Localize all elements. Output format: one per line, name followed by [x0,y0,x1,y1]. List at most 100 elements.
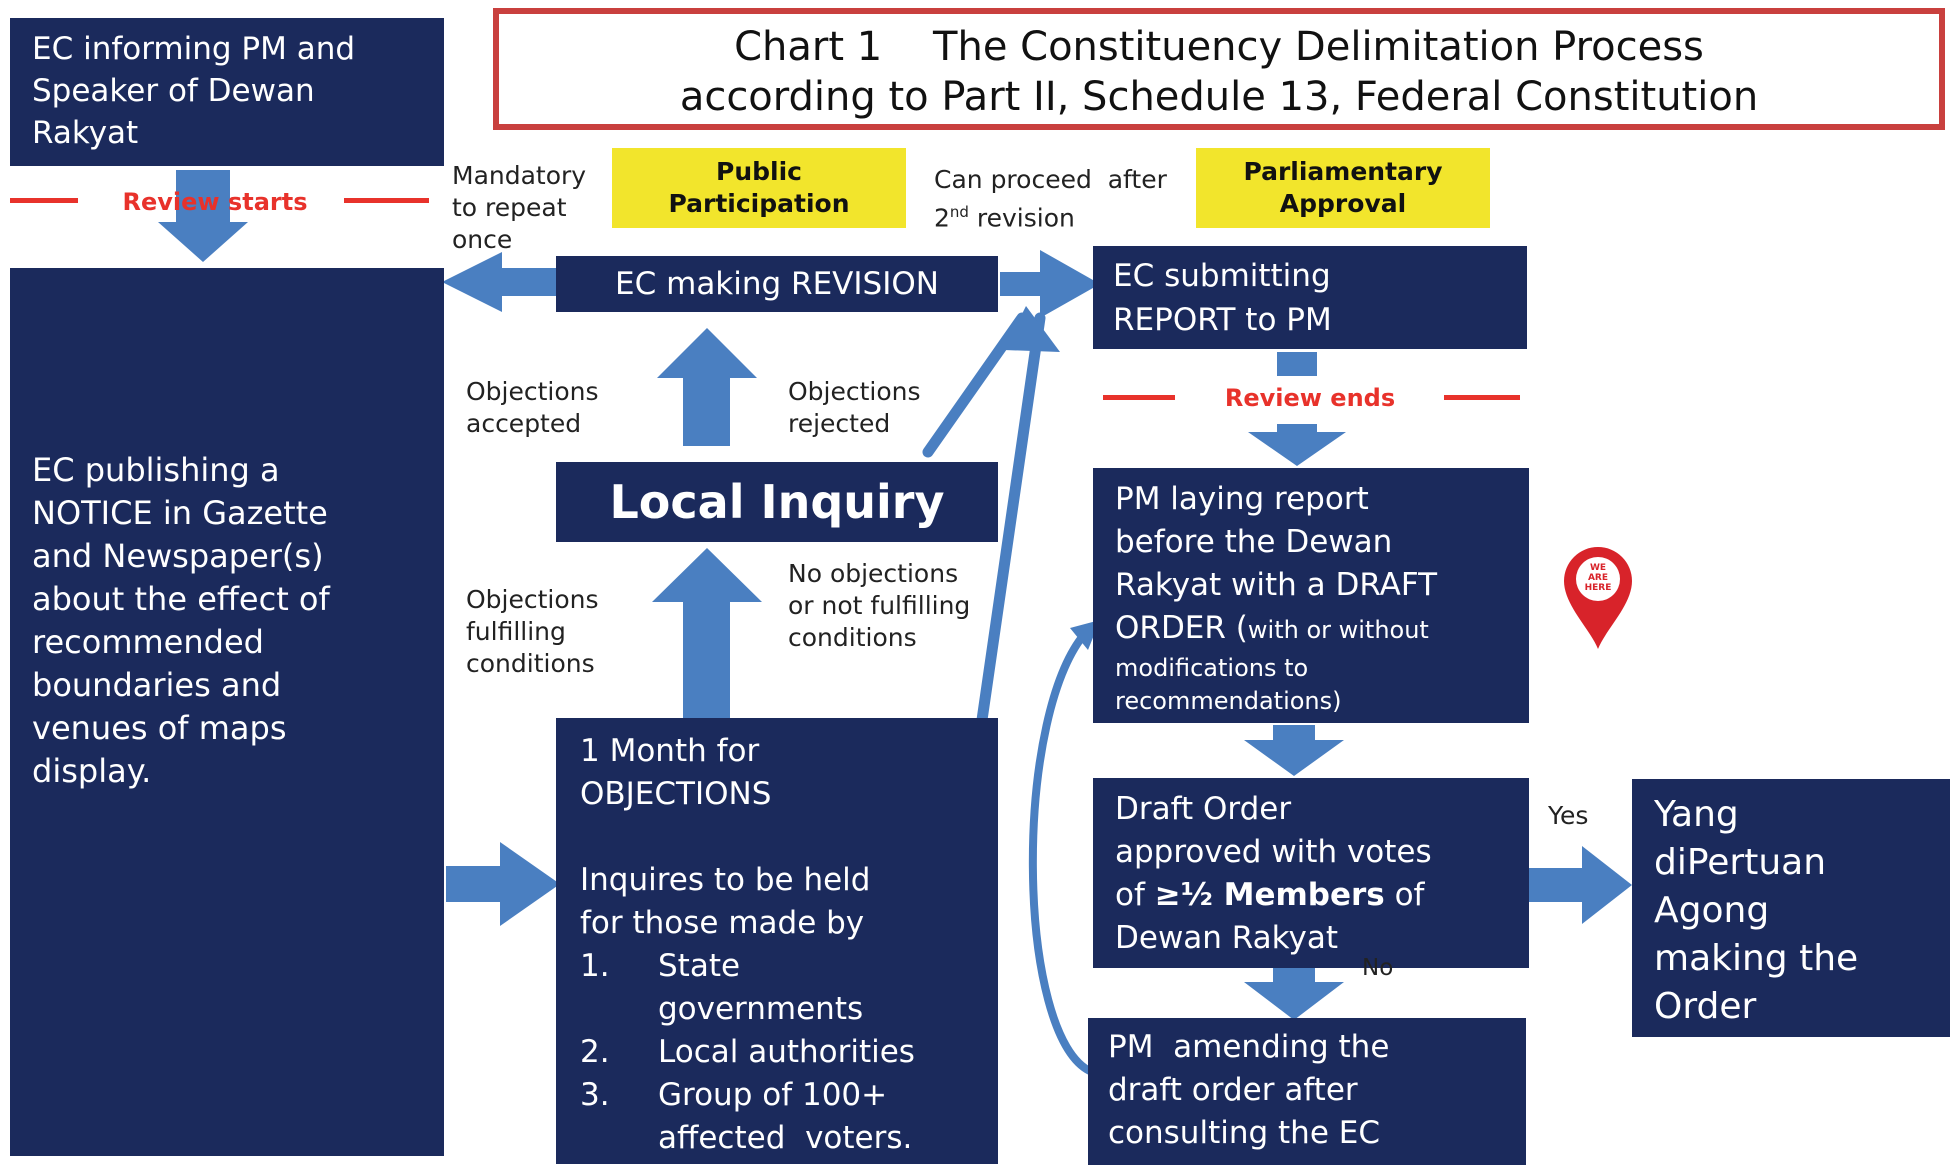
arrowhead-diagonal [1004,306,1060,352]
objections-line-1: 1 Month for [580,733,760,769]
ec-publishing-line-3: and Newspaper(s) [32,537,324,575]
pm-amending-line-1: PM amending the [1108,1029,1390,1065]
label-no: No [1362,955,1394,981]
draft-order-line-4: Dewan Rakyat [1115,920,1338,956]
draft-order-of-2: of [1384,877,1425,913]
arrow-diagonal-objections-rejected [922,312,1028,458]
label-objections-accepted: Objections accepted [466,376,599,440]
list-item-num: 3. [580,1077,610,1113]
list-item-text: affected voters. [658,1120,913,1156]
ec-publishing-line-2: NOTICE in Gazette [32,494,328,532]
arrow-right-publishing-to-objections [446,842,560,926]
no-objections-line-3: conditions [788,623,917,652]
draft-order-line-1: Draft Order [1115,791,1292,827]
mandatory-line-2: to repeat [452,193,567,222]
box-local-inquiry: Local Inquiry [556,462,998,542]
can-proceed-line-2: 2nd revision [934,196,1167,234]
highlight-parliamentary-approval: Parliamentary Approval [1196,148,1490,228]
arrow-right-yes-to-agong [1528,846,1632,924]
pm-laying-small-1: modifications to [1115,654,1309,682]
arrow-down-no-to-amending [1244,967,1344,1020]
draft-order-line-2: approved with votes [1115,834,1432,870]
no-objections-line-2: or not fulfilling [788,591,971,620]
pm-laying-small-2: recommendations) [1115,687,1342,715]
obj-fulfilling-line-2: fulfilling [466,617,566,646]
objections-line-4: for those made by [580,905,865,941]
list-item-num: 2. [580,1034,610,1070]
ec-informing-line-2: Speaker of Dewan [32,73,315,109]
objections-line-2: OBJECTIONS [580,776,772,812]
can-proceed-revision: revision [968,203,1075,233]
ec-informing-line-1: EC informing PM and [32,31,356,67]
agong-line-3: Agong [1654,890,1770,931]
pin-text-3: HERE [1584,583,1612,593]
pin-text-2: ARE [1587,573,1609,583]
obj-rejected-line-1: Objections [788,377,921,406]
arrowhead-curve [1070,620,1100,650]
title-line-2: according to Part II, Schedule 13, Feder… [679,74,1759,120]
label-objections-rejected: Objections rejected [788,376,921,440]
ec-publishing-line-6: boundaries and [32,666,282,704]
pm-laying-order: ORDER ( [1115,610,1248,646]
objections-list-item: affected voters. [580,1117,998,1160]
ec-publishing-line-5: recommended [32,623,264,661]
label-mandatory: Mandatory to repeat once [452,160,586,256]
objections-list-item: 2. Local authorities [580,1031,998,1074]
list-item-text: Local authorities [658,1034,915,1070]
review-starts-left-dash [10,198,78,203]
arrow-down-report [1277,352,1317,376]
box-pm-laying: PM laying report before the Dewan Rakyat… [1093,468,1529,723]
box-ec-revision: EC making REVISION [556,256,998,312]
ec-revision-text: EC making REVISION [615,266,939,302]
draft-order-members: ≥½ Members [1154,877,1385,913]
obj-accepted-line-1: Objections [466,377,599,406]
pm-laying-line-1: PM laying report [1115,481,1369,517]
arrow-down-to-pm-laying [1248,424,1346,466]
ec-publishing-line-7: venues of maps [32,709,287,747]
label-yes: Yes [1548,801,1589,830]
review-ends-label: Review ends [1224,384,1396,412]
objections-spacer [580,816,998,859]
label-can-proceed: Can proceed after 2nd revision [934,164,1167,234]
pin-text: WE ARE HERE [1576,563,1620,593]
label-objections-fulfilling: Objections fulfilling conditions [466,584,599,680]
no-objections-line-1: No objections [788,559,959,588]
pm-laying-line-4: ORDER (with or without [1115,607,1529,652]
ec-publishing-line-1: EC publishing a [32,451,280,489]
obj-accepted-line-2: accepted [466,409,582,438]
box-draft-order: Draft Order approved with votes of ≥½ Me… [1093,778,1529,968]
review-starts-right-dash [344,198,429,203]
mandatory-line-1: Mandatory [452,161,587,190]
agong-line-4: making the [1654,938,1859,979]
arrow-down-to-draft-order [1244,725,1344,776]
pm-laying-line-3: Rakyat with a DRAFT [1115,567,1438,603]
box-objections: 1 Month for OBJECTIONS Inquires to be he… [556,718,998,1164]
label-no-objections: No objections or not fulfilling conditio… [788,558,970,654]
arrow-right-revision-to-report [1000,250,1100,318]
arrow-up-objections-to-inquiry [652,548,762,718]
review-ends-left-dash [1103,395,1175,400]
objections-list-item: 1. State [580,945,998,988]
agong-line-2: diPertuan [1654,842,1827,883]
pm-laying-small-inline: with or without [1247,616,1429,644]
chart-title: Chart 1 The Constituency Delimitation Pr… [493,8,1945,130]
can-proceed-num: 2 [934,203,950,233]
box-agong: Yang diPertuan Agong making the Order [1632,779,1950,1037]
arrow-curve-amending-to-laying [1028,624,1096,1076]
box-ec-informing: EC informing PM and Speaker of Dewan Rak… [10,18,444,166]
list-item-num [580,988,658,1031]
agong-line-1: Yang [1654,794,1739,835]
ec-submitting-line-2: REPORT to PM [1113,302,1332,338]
mandatory-line-3: once [452,225,513,254]
box-ec-publishing: EC publishing a NOTICE in Gazette and Ne… [10,268,444,1156]
title-line-1: Chart 1 The Constituency Delimitation Pr… [734,24,1704,70]
objections-list-item: governments [580,988,998,1031]
list-item-text: governments [658,991,864,1027]
public-participation-line-1: Public [716,157,802,186]
obj-fulfilling-line-3: conditions [466,649,595,678]
pm-amending-line-2: draft order after [1108,1072,1358,1108]
ec-informing-line-3: Rakyat [32,115,139,151]
review-starts-label: Review starts [122,188,308,216]
obj-fulfilling-line-1: Objections [466,585,599,614]
